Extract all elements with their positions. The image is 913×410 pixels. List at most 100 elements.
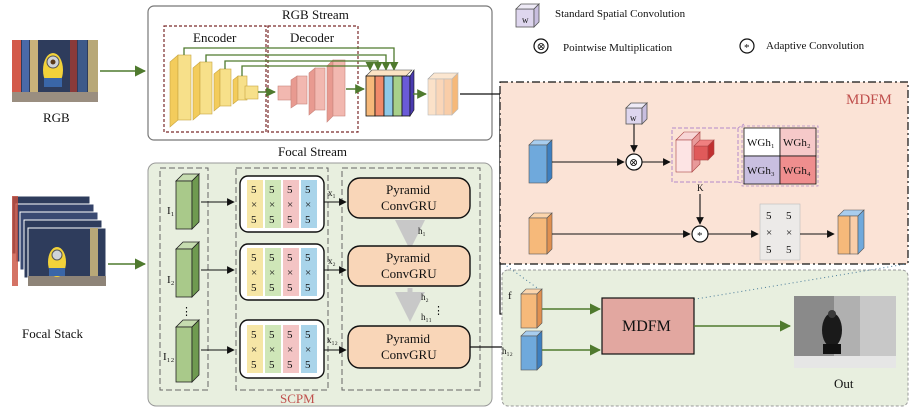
svg-text:×: × (269, 267, 275, 279)
svg-text:5: 5 (305, 252, 311, 264)
x-label-2: x₂ (328, 256, 336, 266)
svg-text:×: × (287, 344, 293, 356)
gru-group-frame (341, 167, 481, 391)
kernel-group-2: 5 × 5 5 × 5 5 × 5 5 × 5 (239, 243, 325, 301)
svg-text:5: 5 (269, 329, 275, 341)
legend-mult-label: Pointwise Multiplication (563, 42, 673, 54)
rgb-label: RGB (43, 110, 70, 125)
scpm-label: SCPM (280, 391, 315, 406)
svg-text:⊗: ⊗ (537, 41, 546, 53)
svg-text:⊗: ⊗ (629, 157, 638, 169)
multiply-icon: ⊗ (533, 38, 549, 54)
h-ellipsis: ⋮ (433, 305, 444, 317)
svg-text:5: 5 (305, 214, 311, 226)
rgb-input-image (12, 40, 98, 102)
svg-text:×: × (305, 344, 311, 356)
svg-text:ConvGRU: ConvGRU (381, 347, 437, 362)
svg-text:*: * (744, 42, 750, 54)
svg-text:×: × (287, 199, 293, 211)
decoder-blocks (277, 59, 346, 123)
svg-text:5: 5 (251, 252, 257, 264)
decoder-label: Decoder (290, 30, 335, 45)
adaptive-conv-node: * (691, 225, 709, 243)
svg-text:WGh₄: WGh₄ (783, 165, 811, 177)
svg-text:×: × (305, 199, 311, 211)
svg-text:5: 5 (287, 184, 293, 196)
multilevel-features (365, 69, 415, 117)
svg-text:×: × (287, 267, 293, 279)
svg-text:5: 5 (287, 329, 293, 341)
kernel-group-1: 5 × 5 5 × 5 5 × 5 5 × 5 (239, 175, 325, 233)
svg-text:×: × (269, 344, 275, 356)
svg-text:×: × (269, 199, 275, 211)
feature-f (520, 288, 543, 329)
svg-text:5: 5 (251, 282, 257, 294)
h-label-11: h₁₁ (421, 312, 432, 322)
svg-text:5: 5 (287, 214, 293, 226)
svg-text:w: w (630, 113, 637, 123)
svg-text:5: 5 (766, 244, 772, 256)
svg-text:5: 5 (287, 359, 293, 371)
mdfm-detail-title: MDFM (846, 92, 892, 108)
encoder-frame (163, 25, 267, 133)
svg-text:Pyramid: Pyramid (386, 250, 431, 265)
mdfm-box: MDFM (601, 297, 695, 355)
svg-text:5: 5 (251, 214, 257, 226)
svg-text:×: × (305, 267, 311, 279)
conv-icon: w (515, 3, 540, 28)
pyramid-convgru-2: Pyramid ConvGRU (347, 245, 471, 287)
svg-text:5: 5 (305, 329, 311, 341)
h-label-2: h₂ (421, 292, 429, 302)
focal-stack-image (11, 195, 107, 287)
f-label: f (508, 290, 512, 302)
input-label-12: I₁₂ (163, 351, 174, 363)
svg-text:5: 5 (269, 282, 275, 294)
svg-text:WGh₁: WGh₁ (747, 137, 775, 149)
h-label-1: h₁ (418, 226, 426, 236)
svg-text:MDFM: MDFM (622, 318, 671, 335)
svg-text:5: 5 (287, 252, 293, 264)
kernel-group-12: 5 × 5 5 × 5 5 × 5 5 × 5 (239, 319, 325, 379)
svg-text:×: × (251, 199, 257, 211)
svg-text:5: 5 (786, 244, 792, 256)
svg-text:×: × (766, 227, 772, 239)
focal-stack-label: Focal Stack (22, 326, 84, 341)
output-saliency-map (794, 296, 896, 368)
svg-text:Pyramid: Pyramid (386, 331, 431, 346)
mdfm-multiply-node: ⊗ (625, 153, 643, 171)
svg-text:Pyramid: Pyramid (386, 182, 431, 197)
svg-text:5: 5 (287, 282, 293, 294)
svg-text:ConvGRU: ConvGRU (381, 266, 437, 281)
legend-conv-label: Standard Spatial Convolution (555, 8, 686, 20)
svg-text:5: 5 (305, 359, 311, 371)
input-group-frame (159, 167, 209, 391)
svg-text:5: 5 (766, 210, 772, 222)
adaptive-conv-icon: * (739, 38, 755, 54)
legend: w Standard Spatial Convolution ⊗ Pointwi… (515, 3, 865, 54)
focal-slice-2 (175, 241, 200, 298)
rgb-stream-title: RGB Stream (282, 7, 349, 22)
focal-slice-1 (175, 173, 200, 230)
encoder-label: Encoder (193, 30, 237, 45)
rgb-feature-stack (427, 72, 459, 116)
x-label-1: x₁ (328, 188, 336, 198)
svg-text:×: × (786, 227, 792, 239)
svg-text:5: 5 (251, 329, 257, 341)
slice-ellipsis: ⋮ (181, 306, 192, 318)
svg-text:×: × (251, 267, 257, 279)
mdfm-w-conv-icon: w (625, 102, 648, 125)
skip-connections (183, 47, 399, 76)
focal-slice-12 (175, 319, 200, 383)
feature-h12 (520, 330, 543, 371)
svg-text:×: × (251, 344, 257, 356)
svg-text:5: 5 (269, 184, 275, 196)
encoder-blocks (169, 54, 259, 128)
svg-text:WGh₂: WGh₂ (783, 137, 811, 149)
svg-text:5: 5 (786, 210, 792, 222)
wgh-grid: WGh₁ WGh₂ WGh₃ WGh₄ (741, 125, 819, 187)
kernel-group-frame (235, 167, 329, 391)
x-label-12: x₁₂ (327, 335, 338, 345)
k-label: K (697, 183, 704, 193)
